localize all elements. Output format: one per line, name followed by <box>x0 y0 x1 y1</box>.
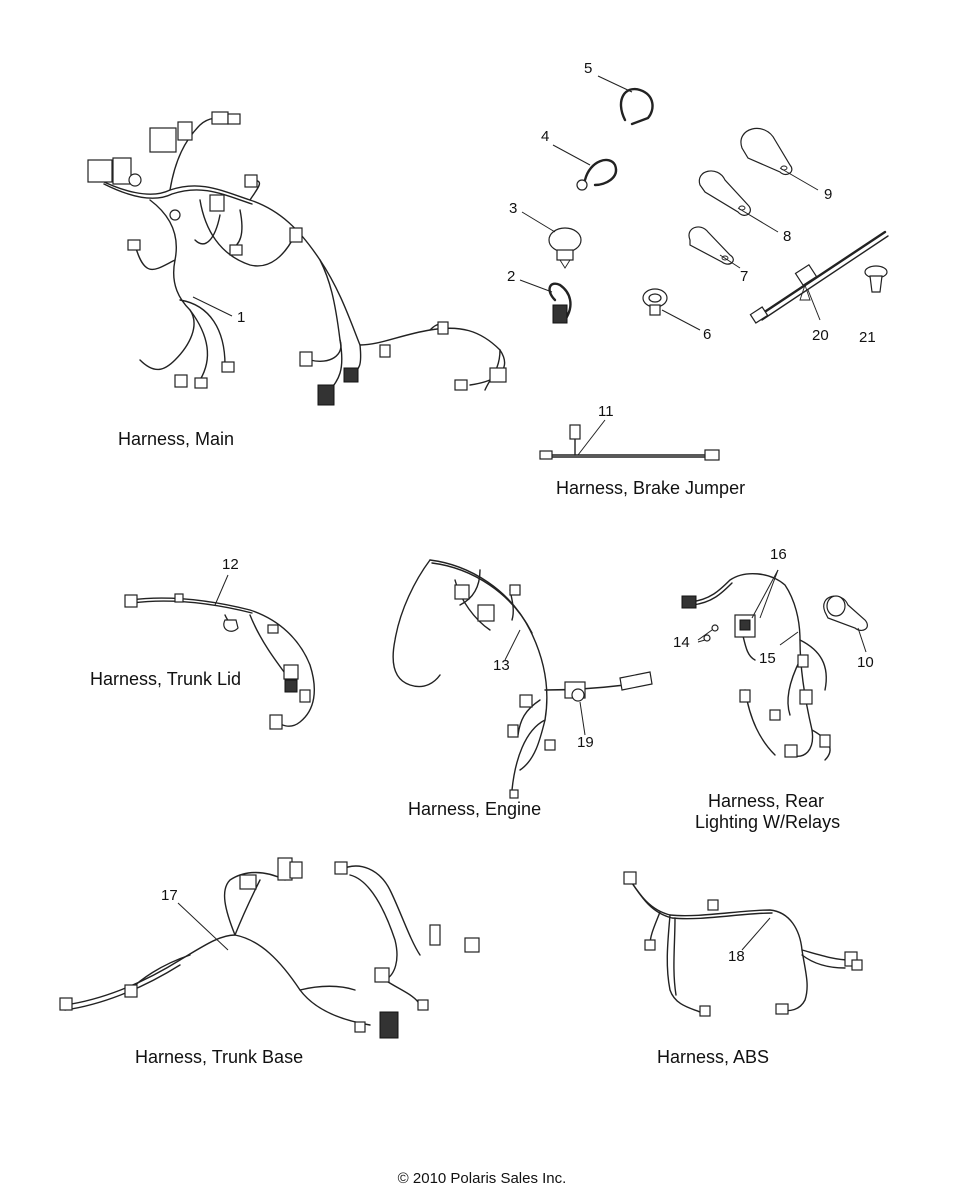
callout-13: 13 <box>493 657 510 674</box>
callout-19: 19 <box>577 734 594 751</box>
callout-6: 6 <box>703 326 712 343</box>
callout-16: 16 <box>770 546 787 563</box>
callout-12: 12 <box>222 556 239 573</box>
callout-4: 4 <box>541 128 550 145</box>
rear-lighting-harness-drawing <box>681 569 831 761</box>
callout-1: 1 <box>237 309 246 326</box>
caption-main-harness: Harness, Main <box>118 429 235 449</box>
main-harness-drawing <box>87 111 507 406</box>
part-2-fir-tree-clip <box>519 279 572 324</box>
caption-rear-lighting-line2: Lighting W/Relays <box>695 812 841 832</box>
part-6-clamp <box>642 288 701 331</box>
callout-8: 8 <box>783 228 792 245</box>
caption-rear-lighting-line1: Harness, Rear <box>708 791 825 811</box>
callout-15: 15 <box>759 650 776 667</box>
part-21-push-rivet <box>864 265 888 293</box>
callout-11: 11 <box>598 403 614 420</box>
part-10-p-clamp <box>823 595 868 653</box>
part-8-p-clamp <box>698 170 779 233</box>
caption-trunk-lid: Harness, Trunk Lid <box>90 669 242 689</box>
caption-trunk-base: Harness, Trunk Base <box>135 1047 304 1067</box>
callout-7: 7 <box>740 268 749 285</box>
callout-18: 18 <box>728 948 745 965</box>
trunk-base-harness-drawing <box>59 857 480 1039</box>
callout-21: 21 <box>859 329 876 346</box>
part-20-tie-mount <box>749 230 889 324</box>
part-7-p-clamp <box>688 226 741 269</box>
caption-brake-jumper: Harness, Brake Jumper <box>556 478 746 498</box>
callout-10: 10 <box>857 654 874 671</box>
abs-harness-drawing <box>623 871 863 1017</box>
callout-5: 5 <box>584 60 593 77</box>
caption-engine: Harness, Engine <box>408 799 542 819</box>
callout-9: 9 <box>824 186 833 203</box>
part-5-cable-tie <box>597 75 654 126</box>
callout-20: 20 <box>812 327 829 344</box>
part-3-push-clip <box>521 211 582 269</box>
callout-3: 3 <box>509 200 518 217</box>
callout-2: 2 <box>507 268 516 285</box>
brake-jumper-drawing <box>539 419 720 461</box>
trunk-lid-harness-drawing <box>124 574 315 730</box>
copyright-notice: © 2010 Polaris Sales Inc. <box>397 1170 567 1187</box>
part-4-clip <box>552 144 618 191</box>
part-9-p-clamp <box>740 127 819 191</box>
callout-17: 17 <box>161 887 178 904</box>
callout-14: 14 <box>673 634 690 651</box>
engine-harness-drawing <box>392 559 653 799</box>
caption-abs: Harness, ABS <box>657 1047 770 1067</box>
